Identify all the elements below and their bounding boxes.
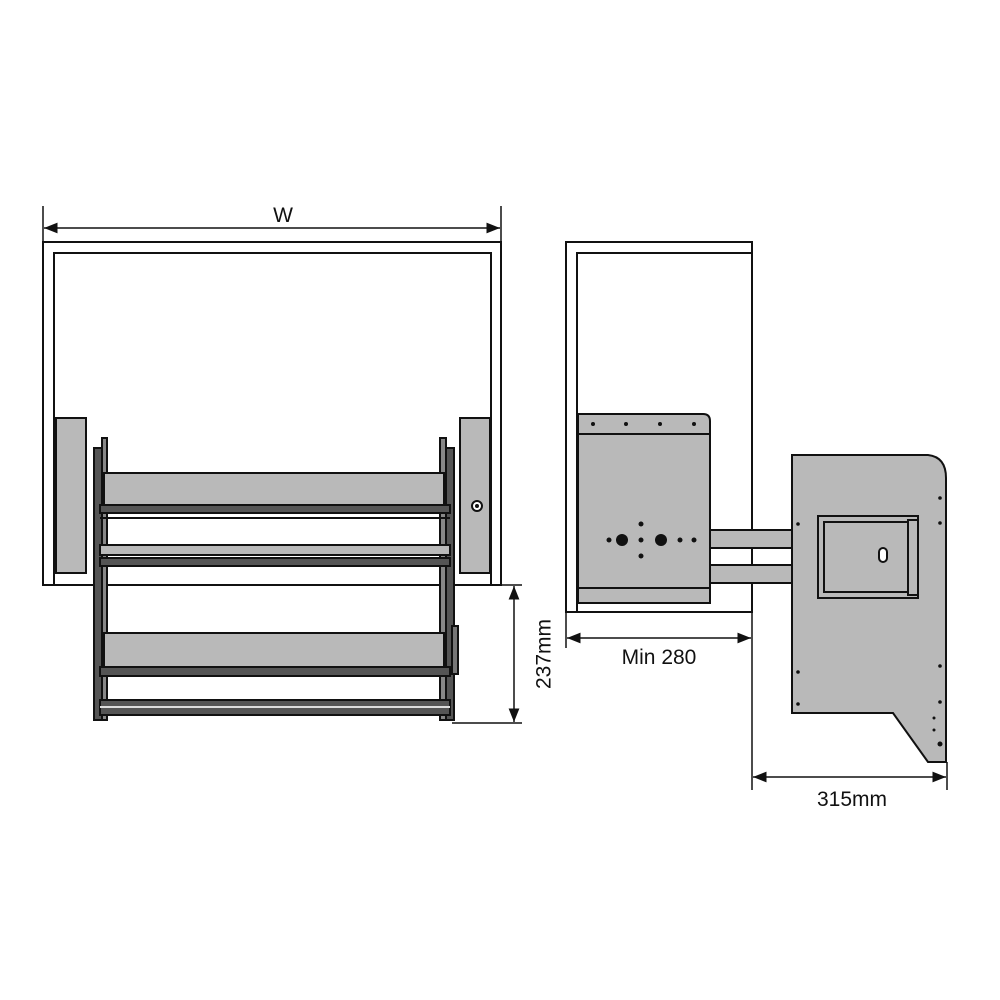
middle-rail: [99, 544, 451, 556]
front-cabinet-outer: [42, 241, 502, 586]
height-dimension: [452, 584, 522, 724]
extension-dimension: [753, 762, 948, 790]
right-handle-block: [451, 625, 459, 675]
left-side-frame-inner: [101, 437, 108, 721]
pivot-bracket: [817, 515, 919, 599]
side-view: [565, 241, 947, 763]
height-label: 237mm: [533, 619, 556, 689]
pivot-slot: [878, 547, 888, 563]
width-dimension: [42, 206, 502, 242]
right-mount-bracket: [459, 417, 491, 574]
extension-label: 315mm: [817, 788, 887, 811]
min-depth-dimension: [565, 612, 753, 790]
left-mount-bracket: [55, 417, 87, 574]
right-side-frame-outer: [445, 447, 455, 721]
basket-side-panel: [791, 454, 947, 763]
front-view: [42, 241, 502, 721]
lower-basket-rail: [99, 666, 451, 677]
width-label: W: [273, 204, 293, 227]
cabinet-mount-plate: [577, 413, 711, 604]
lower-basket: [103, 632, 445, 668]
upper-basket: [103, 472, 445, 506]
upper-basket-rail: [99, 504, 451, 514]
min-depth-label: Min 280: [622, 646, 697, 669]
middle-rail-lower: [99, 557, 451, 567]
left-side-frame: [93, 447, 103, 721]
